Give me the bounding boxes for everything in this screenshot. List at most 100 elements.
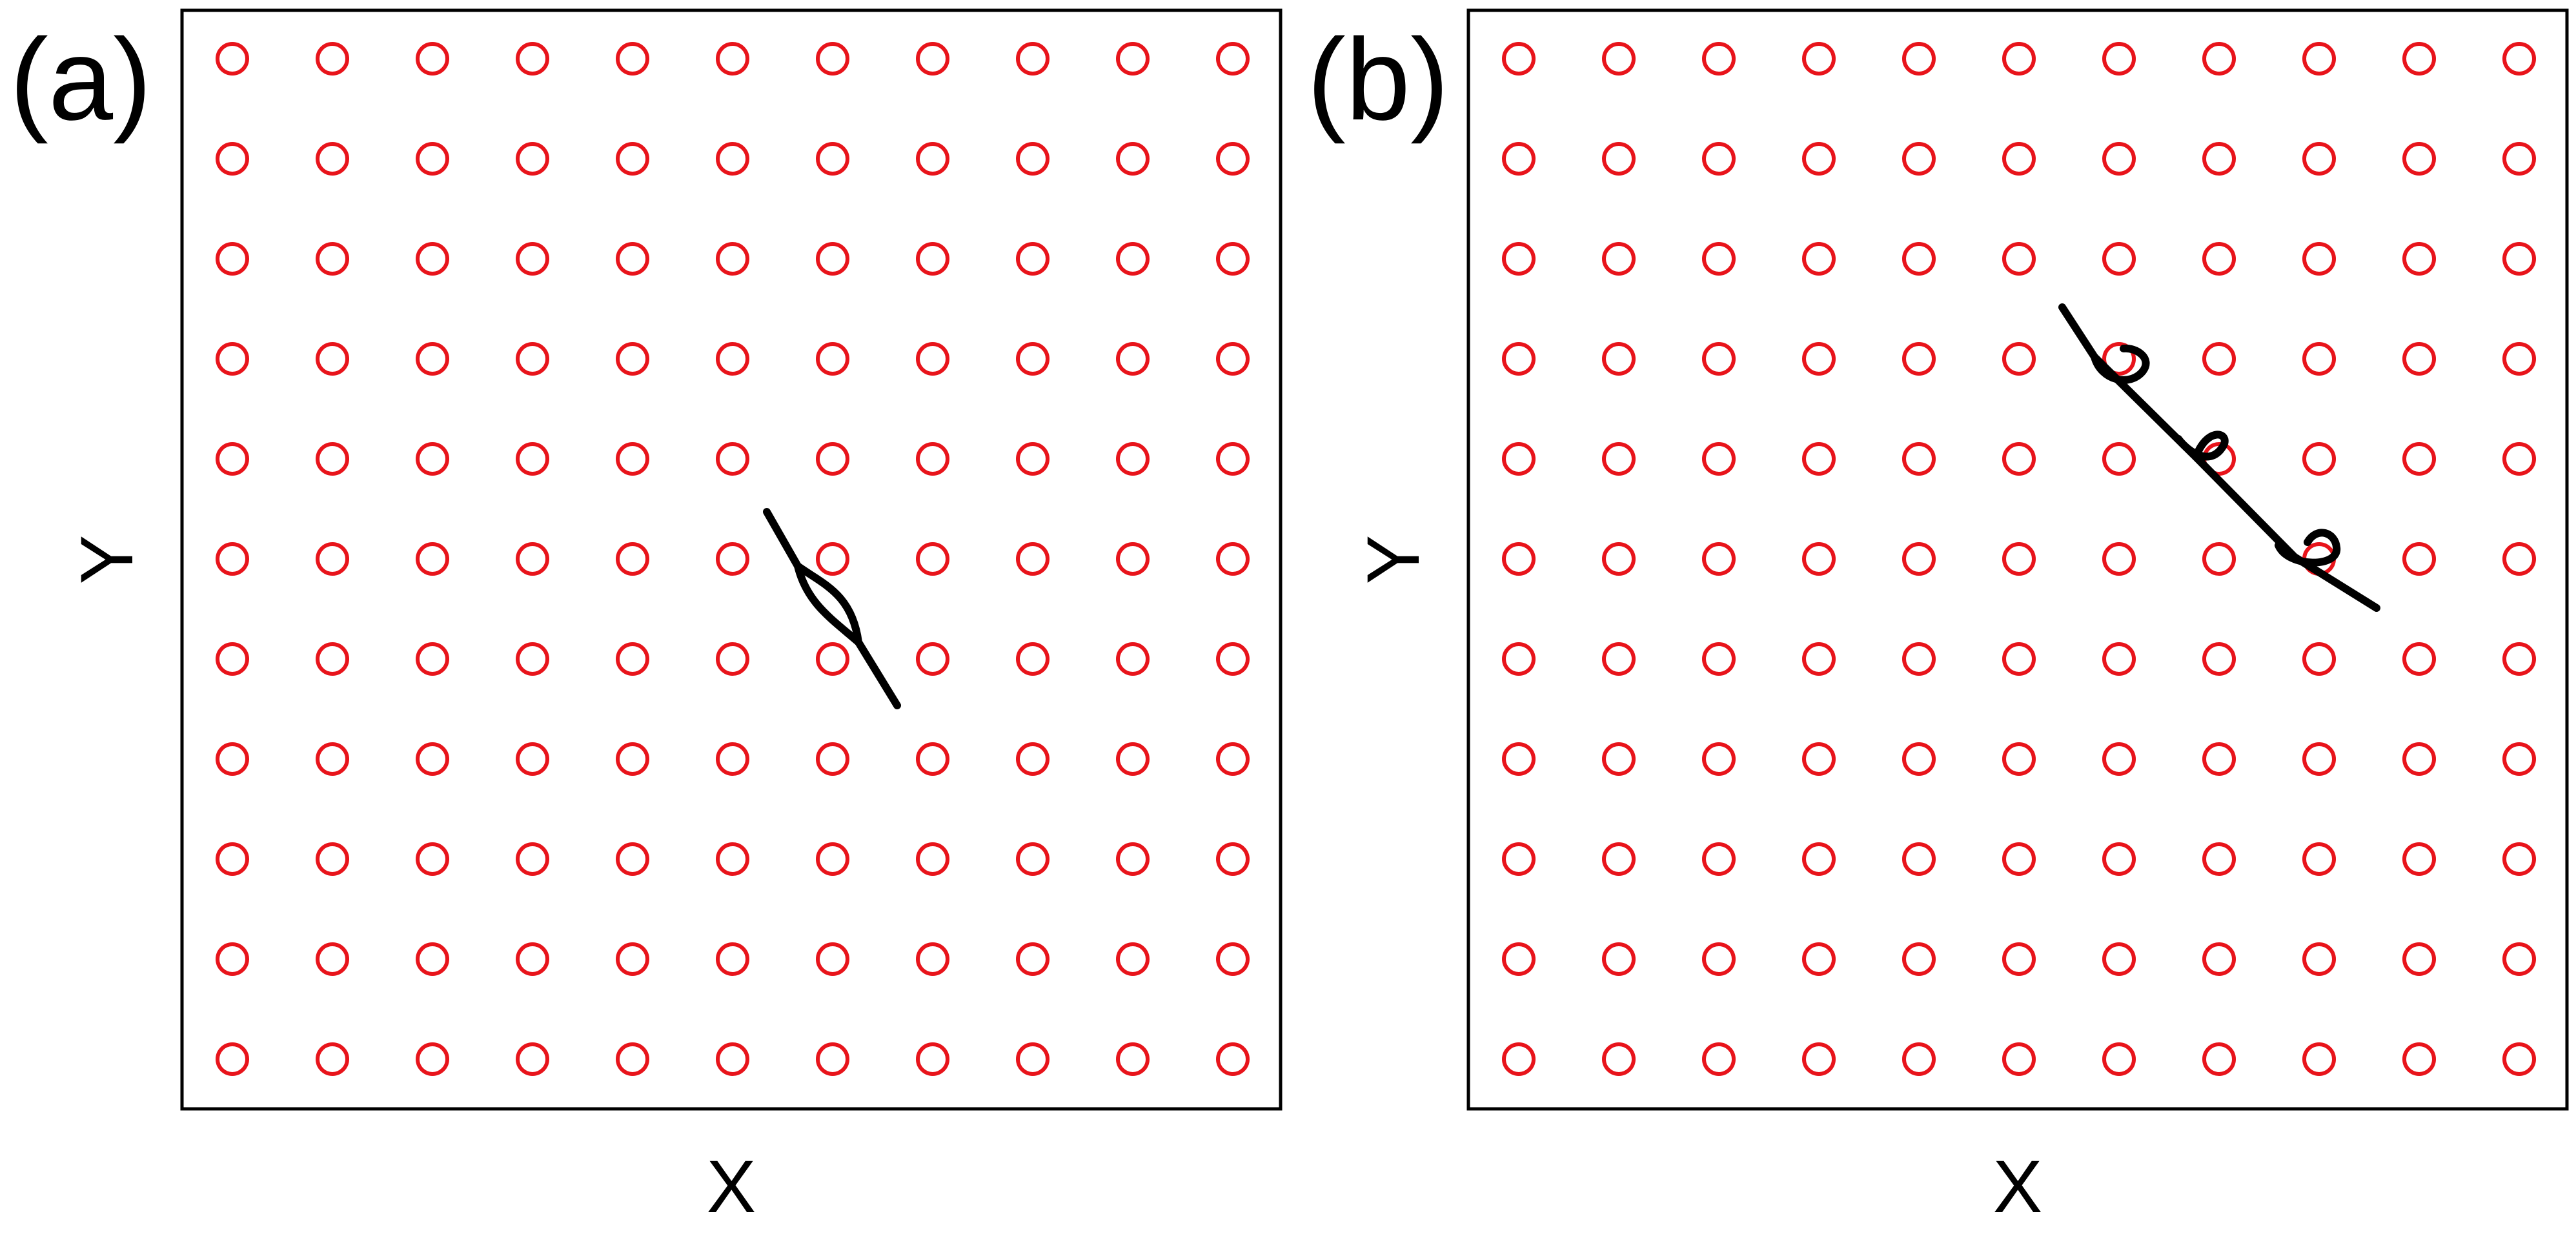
panel-a-lattice-atom (416, 542, 449, 576)
panel-a-lattice (216, 42, 1250, 1076)
panel-a-lattice-atom (1216, 42, 1250, 76)
panel-b-lattice-atom (1602, 242, 1636, 276)
panel-b-frame (1466, 8, 2569, 1111)
panel-b-lattice-atom (1802, 142, 1836, 176)
panel-b-lattice-atom (1502, 1042, 1536, 1076)
panel-a-lattice-atom (216, 442, 249, 476)
panel-b-lattice-atom (2202, 942, 2236, 976)
panel-b-lattice-atom (2502, 542, 2536, 576)
panel-b-lattice-atom (2202, 1042, 2236, 1076)
panel-a-lattice-atom (1016, 942, 1050, 976)
panel-a-lattice-atom (716, 742, 749, 776)
panel-a-lattice-atom (1216, 542, 1250, 576)
panel-b-lattice-atom (2202, 142, 2236, 176)
panel-b-dislocation-line (2058, 303, 2380, 612)
panel-a-lattice-atom (216, 1042, 249, 1076)
panel-a-lattice-atom (616, 342, 649, 376)
panel-a-lattice-atom (1216, 642, 1250, 676)
panel-a-lattice-atom (216, 342, 249, 376)
panel-b-lattice-atom (2002, 742, 2036, 776)
panel-a-lattice-atom (716, 642, 749, 676)
panel-a-lattice-atom (316, 42, 349, 76)
panel-a-lattice-atom (216, 742, 249, 776)
panel-a-lattice-atom (716, 1042, 749, 1076)
panel-a-lattice-atom (1116, 242, 1150, 276)
panel-b-lattice-atom (2102, 742, 2136, 776)
panel-a-lattice-atom (816, 442, 849, 476)
panel-a-lattice-atom (816, 342, 849, 376)
panel-b-lattice-atom (2002, 942, 2036, 976)
panel-a-lattice-atom (816, 1042, 849, 1076)
panel-a-lattice-atom (616, 742, 649, 776)
panel-b-lattice-atom (1702, 42, 1736, 76)
panel-a-lattice-atom (716, 842, 749, 876)
panel-a-lattice-atom (216, 42, 249, 76)
panel-b-lattice-atom (2402, 242, 2436, 276)
panel-b-lattice-atom (1802, 942, 1836, 976)
panel-b-lattice-atom (2202, 42, 2236, 76)
panel-a-lattice-atom (616, 642, 649, 676)
panel-b-lattice-atom (1502, 542, 1536, 576)
panel-b-lattice-atom (2102, 242, 2136, 276)
panel-b-lattice-atom (2302, 742, 2336, 776)
panel-b-lattice-atom (2102, 842, 2136, 876)
panel-a-lattice-atom (316, 242, 349, 276)
panel-a-lattice-atom (416, 842, 449, 876)
panel-b-lattice-atom (2302, 942, 2336, 976)
panel-b-lattice-atom (2002, 142, 2036, 176)
panel-a-lattice-atom (416, 442, 449, 476)
panel-b-lattice-atom (2102, 142, 2136, 176)
panel-a-lattice-atom (1016, 42, 1050, 76)
panel-a-lattice-atom (1116, 542, 1150, 576)
panel-b-lattice-atom (2202, 542, 2236, 576)
panel-a-lattice-atom (616, 242, 649, 276)
panel-b-lattice-atom (1702, 942, 1736, 976)
panel-a-lattice-atom (516, 842, 549, 876)
panel-a-lattice-atom (716, 342, 749, 376)
panel-b-lattice-atom (1602, 542, 1636, 576)
panel-b-lattice-atom (1502, 842, 1536, 876)
panel-a-lattice-atom (616, 42, 649, 76)
panel-b-lattice-atom (1902, 342, 1936, 376)
panel-b-lattice-atom (1502, 442, 1536, 476)
panel-a-lattice-atom (316, 742, 349, 776)
panel-b-lattice-atom (1602, 842, 1636, 876)
panel-b-lattice-atom (1702, 342, 1736, 376)
panel-a-lattice-atom (216, 642, 249, 676)
panel-a-lattice-atom (1016, 342, 1050, 376)
panel-b-lattice-atom (1502, 342, 1536, 376)
panel-b-kink-2 (2175, 431, 2229, 461)
panel-a-lattice-atom (1216, 1042, 1250, 1076)
panel-a-lattice-atom (716, 242, 749, 276)
panel-b-lattice-atom (1802, 42, 1836, 76)
panel-b-lattice-atom (2102, 542, 2136, 576)
panel-a-lattice-atom (216, 542, 249, 576)
panel-b-lattice-atom (2402, 442, 2436, 476)
panel-a-lattice-atom (516, 242, 549, 276)
panel-b-label: (b) (1307, 15, 1449, 145)
panel-b-lattice-atom (1902, 242, 1936, 276)
panel-a-lattice-atom (516, 642, 549, 676)
panel-a-lattice-atom (516, 442, 549, 476)
panel-b-lattice-atom (2302, 42, 2336, 76)
panel-a-lattice-atom (1216, 342, 1250, 376)
panel-a-lattice-atom (616, 1042, 649, 1076)
panel-a-lattice-atom (616, 842, 649, 876)
panel-b-lattice-atom (2002, 442, 2036, 476)
panel-a-lattice-atom (916, 542, 949, 576)
panel-b-lattice-atom (2002, 542, 2036, 576)
panel-a-lattice-atom (816, 942, 849, 976)
panel-a-lattice-atom (816, 842, 849, 876)
panel-b-lattice-atom (2402, 1042, 2436, 1076)
panel-a-lattice-atom (316, 442, 349, 476)
panel-b-lattice-atom (1902, 442, 1936, 476)
panel-b-lattice-atom (2502, 942, 2536, 976)
panel-a-lattice-atom (816, 742, 849, 776)
panel-a-lattice-atom (916, 942, 949, 976)
panel-b-kink-3 (2275, 529, 2341, 567)
panel-a-lattice-atom (816, 542, 849, 576)
panel-b-lattice-atom (1702, 242, 1736, 276)
panel-a-lattice-atom (1116, 942, 1150, 976)
panel-b-lattice-atom (2502, 742, 2536, 776)
panel-b-lattice-atom (1602, 142, 1636, 176)
